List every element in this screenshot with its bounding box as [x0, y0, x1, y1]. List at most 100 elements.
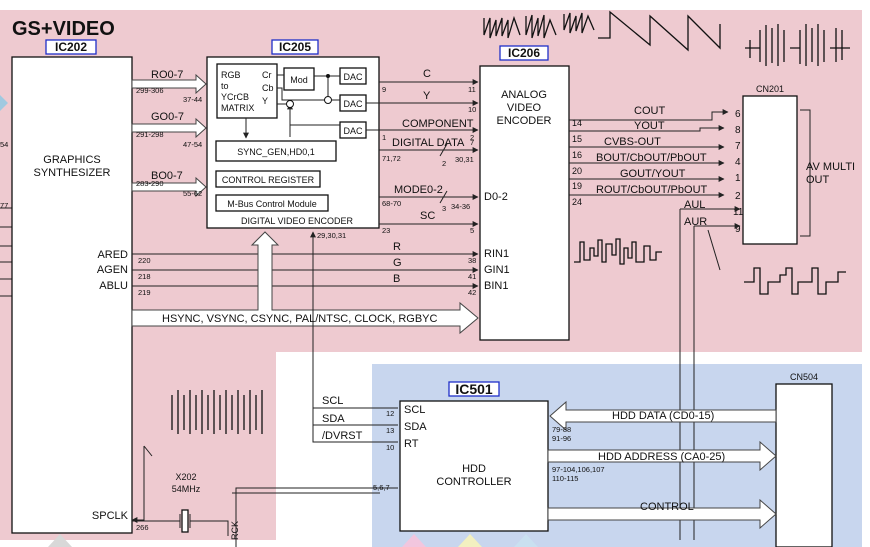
svg-text:13: 13 — [386, 426, 394, 435]
ic202-name-1: GRAPHICS — [43, 154, 100, 166]
sig-mode: MODE0-2 — [394, 184, 443, 196]
svg-text:1: 1 — [382, 133, 386, 142]
svg-text:47-54: 47-54 — [183, 140, 202, 149]
svg-text:OUT: OUT — [806, 174, 830, 186]
svg-text:29,30,31: 29,30,31 — [317, 231, 346, 240]
ic202-block: IC202 GRAPHICS SYNTHESIZER ARED AGEN ABL… — [11, 39, 133, 534]
svg-text:6: 6 — [735, 109, 741, 120]
svg-text:14: 14 — [572, 118, 582, 128]
svg-text:Cb: Cb — [262, 83, 274, 93]
svg-text:BOUT/CbOUT/PbOUT: BOUT/CbOUT/PbOUT — [596, 152, 707, 164]
x202-ref: X202 — [175, 472, 196, 482]
x202-freq: 54MHz — [172, 484, 201, 494]
svg-text:7: 7 — [735, 141, 741, 152]
svg-text:Y: Y — [262, 96, 268, 106]
analog-rgb-wires: R G B 220 218 219 38 41 42 — [132, 241, 479, 297]
svg-text:M-Bus Control Module: M-Bus Control Module — [227, 199, 317, 209]
svg-text:DAC: DAC — [343, 126, 363, 136]
svg-text:4: 4 — [735, 157, 741, 168]
svg-text:2: 2 — [470, 133, 474, 142]
ic202-ared: ARED — [97, 249, 128, 261]
svg-text:SDA: SDA — [322, 413, 345, 425]
i2c-control-lines: SCL SDA /DVRST 12 13 10 — [310, 231, 398, 452]
sync-pulse-waveform-icon — [744, 267, 846, 295]
ic206-ref: IC206 — [508, 46, 540, 60]
svg-text:B: B — [393, 273, 400, 285]
sig-digital-data: DIGITAL DATA — [392, 137, 465, 149]
svg-text:Cr: Cr — [262, 70, 272, 80]
svg-text:219: 219 — [138, 288, 151, 297]
svg-text:42: 42 — [468, 288, 476, 297]
svg-text:91-96: 91-96 — [552, 434, 571, 443]
ic205-block: IC205 RGB to YCrCB MATRIX Cr Cb Y Mod DA… — [206, 39, 380, 240]
svg-text:DAC: DAC — [343, 72, 363, 82]
svg-text:110-115: 110-115 — [552, 474, 578, 483]
svg-text:/DVRST: /DVRST — [322, 430, 363, 442]
ic202-ref: IC202 — [55, 40, 87, 54]
clock-sine-waveform-icon — [171, 390, 263, 434]
cn201-ref: CN201 — [756, 84, 784, 94]
svg-text:AV MULTI: AV MULTI — [806, 161, 855, 173]
svg-text:MATRIX: MATRIX — [221, 103, 254, 113]
svg-text:R: R — [393, 241, 401, 253]
svg-text:16: 16 — [572, 150, 582, 160]
pink-region — [0, 10, 862, 352]
svg-text:5: 5 — [470, 226, 474, 235]
svg-text:ANALOG: ANALOG — [501, 89, 547, 101]
ro-label: RO0-7 — [151, 69, 183, 81]
svg-text:RT: RT — [404, 438, 419, 450]
svg-text:12: 12 — [386, 409, 394, 418]
sig-c: C — [423, 68, 431, 80]
svg-text:34-36: 34-36 — [451, 202, 470, 211]
ic205-ref: IC205 — [279, 40, 311, 54]
bo-label: BO0-7 — [151, 170, 183, 182]
svg-text:77: 77 — [0, 201, 8, 210]
crystal-x202: X202 54MHz 266 — [132, 445, 229, 536]
svg-text:10: 10 — [386, 443, 394, 452]
svg-text:11: 11 — [468, 85, 476, 94]
rck-label: RCK — [230, 521, 240, 540]
svg-text:266: 266 — [136, 523, 149, 532]
svg-text:YOUT: YOUT — [634, 120, 665, 132]
ic205-name: DIGITAL VIDEO ENCODER — [241, 216, 354, 226]
diagram-title: GS+VIDEO — [12, 18, 115, 40]
svg-text:BIN1: BIN1 — [484, 280, 508, 292]
av-output-wires: COUT YOUT CVBS-OUT BOUT/CbOUT/PbOUT GOUT… — [569, 105, 741, 540]
svg-text:54: 54 — [0, 140, 8, 149]
svg-text:YCrCB: YCrCB — [221, 92, 249, 102]
svg-text:220: 220 — [138, 256, 151, 265]
svg-text:7: 7 — [470, 138, 474, 147]
sig-hdd-data: HDD DATA (CD0-15) — [612, 410, 714, 422]
left-edge-stubs: 54 77 — [0, 95, 12, 297]
svg-text:GIN1: GIN1 — [484, 264, 510, 276]
sig-hdd-address: HDD ADDRESS (CA0-25) — [598, 451, 725, 463]
rgb-output-buses: RO0-7 GO0-7 BO0-7 299-306 37-44 291-298 … — [131, 69, 207, 198]
svg-text:299-306: 299-306 — [136, 86, 164, 95]
ic205-to-ic206-wires: C Y COMPONENT DIGITAL DATA MODE0-2 SC 9 … — [366, 68, 479, 235]
svg-text:GOUT/YOUT: GOUT/YOUT — [620, 168, 686, 180]
svg-text:20: 20 — [572, 166, 582, 176]
svg-text:D0-2: D0-2 — [484, 191, 508, 203]
svg-text:VIDEO: VIDEO — [507, 102, 542, 114]
svg-text:2: 2 — [442, 159, 446, 168]
sig-sc: SC — [420, 210, 435, 222]
svg-text:24: 24 — [572, 197, 582, 207]
svg-text:9: 9 — [382, 85, 386, 94]
ic202-name-2: SYNTHESIZER — [33, 167, 110, 179]
composite-burst-waveform-icon — [745, 24, 850, 66]
svg-text:15: 15 — [572, 134, 582, 144]
svg-text:71,72: 71,72 — [382, 154, 401, 163]
sig-hsync-bus: HSYNC, VSYNC, CSYNC, PAL/NTSC, CLOCK, RG… — [162, 313, 438, 325]
svg-text:218: 218 — [138, 272, 151, 281]
ic202-ablu: ABLU — [99, 280, 128, 292]
svg-text:11: 11 — [733, 207, 744, 218]
go-label: GO0-7 — [151, 111, 184, 123]
cn504-block: CN504 — [775, 372, 833, 547]
svg-text:Mod: Mod — [290, 75, 308, 85]
svg-text:37-44: 37-44 — [183, 95, 202, 104]
sig-control: CONTROL — [640, 501, 694, 513]
svg-text:DAC: DAC — [343, 99, 363, 109]
svg-text:41: 41 — [468, 272, 476, 281]
svg-text:AUL: AUL — [684, 199, 705, 211]
